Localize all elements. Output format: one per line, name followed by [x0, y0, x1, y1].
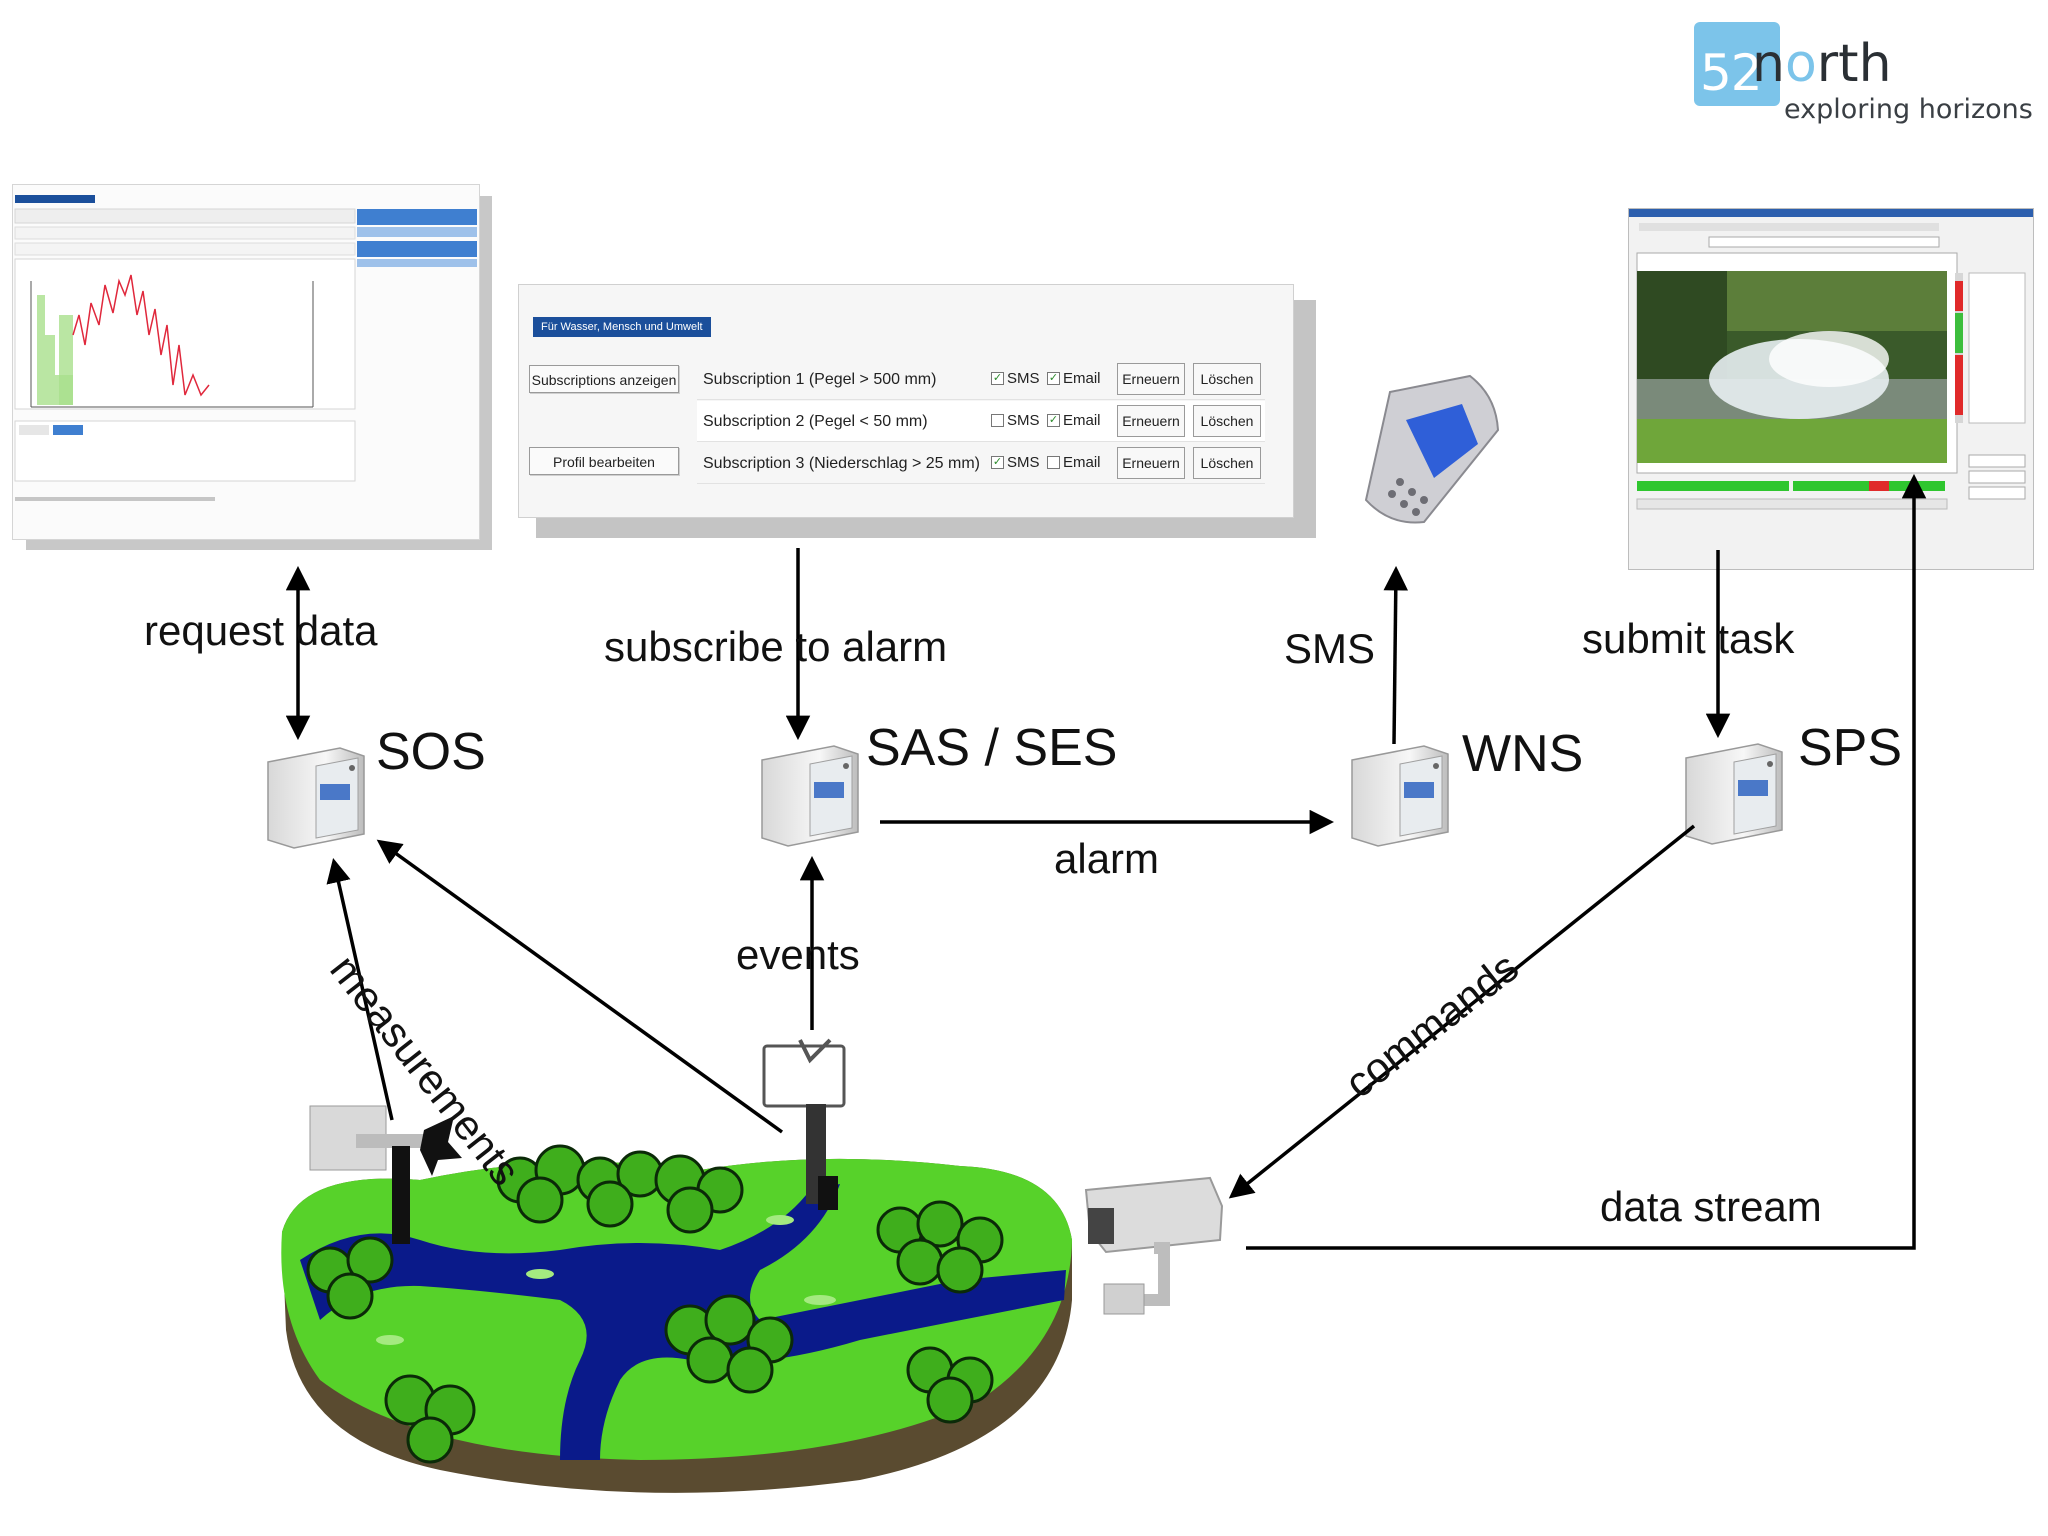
email-checkbox[interactable]: [1047, 456, 1060, 469]
server-icon-sas-ses: [761, 745, 859, 847]
arrow-commands: [1228, 824, 1696, 1199]
logo-wordmark: north: [1752, 38, 1892, 90]
subscription-row: Subscription 1 (Pegel > 500 mm) ✓ SMS ✓ …: [697, 359, 1265, 400]
email-label: Email: [1063, 412, 1101, 429]
sps-client-thumbnail: [1629, 209, 2033, 510]
service-label-sos: SOS: [376, 723, 486, 781]
sms-label: SMS: [1007, 412, 1040, 429]
sps-client-screenshot: [1628, 208, 2034, 570]
mobile-phone-icon: [1364, 374, 1500, 524]
wind-sensor-icon: [309, 1105, 462, 1244]
service-label-wns: WNS: [1462, 725, 1584, 783]
sos-client-chart-thumbnail: [14, 195, 477, 501]
logo-numeral: 52: [1700, 44, 1763, 102]
delete-button[interactable]: Löschen: [1193, 405, 1261, 437]
delete-button[interactable]: Löschen: [1193, 363, 1261, 395]
sms-label: SMS: [1007, 370, 1040, 387]
arrow-data-stream: [1246, 473, 1927, 1250]
email-label: Email: [1063, 454, 1101, 471]
server-icon-wns: [1351, 745, 1449, 847]
tree-cluster: [306, 1144, 1004, 1464]
logo-word-before: n: [1752, 34, 1785, 94]
renew-button[interactable]: Erneuern: [1117, 363, 1185, 395]
subscription-text: Subscription 2 (Pegel < 50 mm): [703, 413, 928, 430]
arrow-measurements-wind: [326, 858, 394, 1121]
event-sensor-icon: [762, 1038, 846, 1210]
sms-label: SMS: [1007, 454, 1040, 471]
sms-checkbox[interactable]: ✓: [991, 456, 1004, 469]
renew-button[interactable]: Erneuern: [1117, 405, 1185, 437]
camera-icon: [1084, 1176, 1224, 1315]
service-label-sps: SPS: [1798, 719, 1903, 777]
email-checkbox[interactable]: ✓: [1047, 414, 1060, 427]
sos-client-screenshot: [12, 184, 480, 540]
subscription-panel: Für Wasser, Mensch und Umwelt Subscripti…: [518, 284, 1294, 518]
show-subscriptions-button[interactable]: Subscriptions anzeigen: [529, 365, 679, 393]
flow-label-data-stream: data stream: [1600, 1183, 1822, 1230]
service-label-sas-ses: SAS / SES: [866, 719, 1118, 777]
arrow-sms: [1383, 565, 1409, 745]
subscription-text: Subscription 1 (Pegel > 500 mm): [703, 371, 937, 388]
arrow-measurements-sensor: [376, 839, 784, 1134]
logo-word-after: rth: [1816, 34, 1892, 94]
flow-label-submit-task: submit task: [1582, 615, 1795, 662]
logo-word-accent: o: [1784, 34, 1817, 94]
sms-checkbox[interactable]: [991, 414, 1004, 427]
flow-label-subscribe-to-alarm: subscribe to alarm: [604, 623, 948, 670]
logo-tagline: exploring horizons: [1784, 94, 2033, 125]
server-icon-sps: [1685, 743, 1783, 845]
subscription-text: Subscription 3 (Niederschlag > 25 mm): [703, 455, 981, 472]
logo-badge: [1694, 22, 1780, 106]
flow-label-sms: SMS: [1284, 625, 1376, 672]
renew-button[interactable]: Erneuern: [1117, 447, 1185, 479]
email-checkbox[interactable]: ✓: [1047, 372, 1060, 385]
subscription-row: Subscription 2 (Pegel < 50 mm) SMS ✓ Ema…: [697, 401, 1265, 442]
flow-label-alarm: alarm: [1054, 835, 1160, 882]
flow-label-request-data: request data: [144, 607, 378, 654]
email-label: Email: [1063, 370, 1101, 387]
flow-label-events: events: [736, 931, 860, 978]
grass-patches: [376, 1215, 836, 1345]
server-icon-sos: [267, 747, 365, 849]
subscription-panel-title: Für Wasser, Mensch und Umwelt: [533, 317, 711, 337]
edit-profile-button[interactable]: Profil bearbeiten: [529, 447, 679, 475]
sms-checkbox[interactable]: ✓: [991, 372, 1004, 385]
subscription-row: Subscription 3 (Niederschlag > 25 mm) ✓ …: [697, 443, 1265, 484]
delete-button[interactable]: Löschen: [1193, 447, 1261, 479]
landscape-illustration: [281, 1144, 1072, 1493]
